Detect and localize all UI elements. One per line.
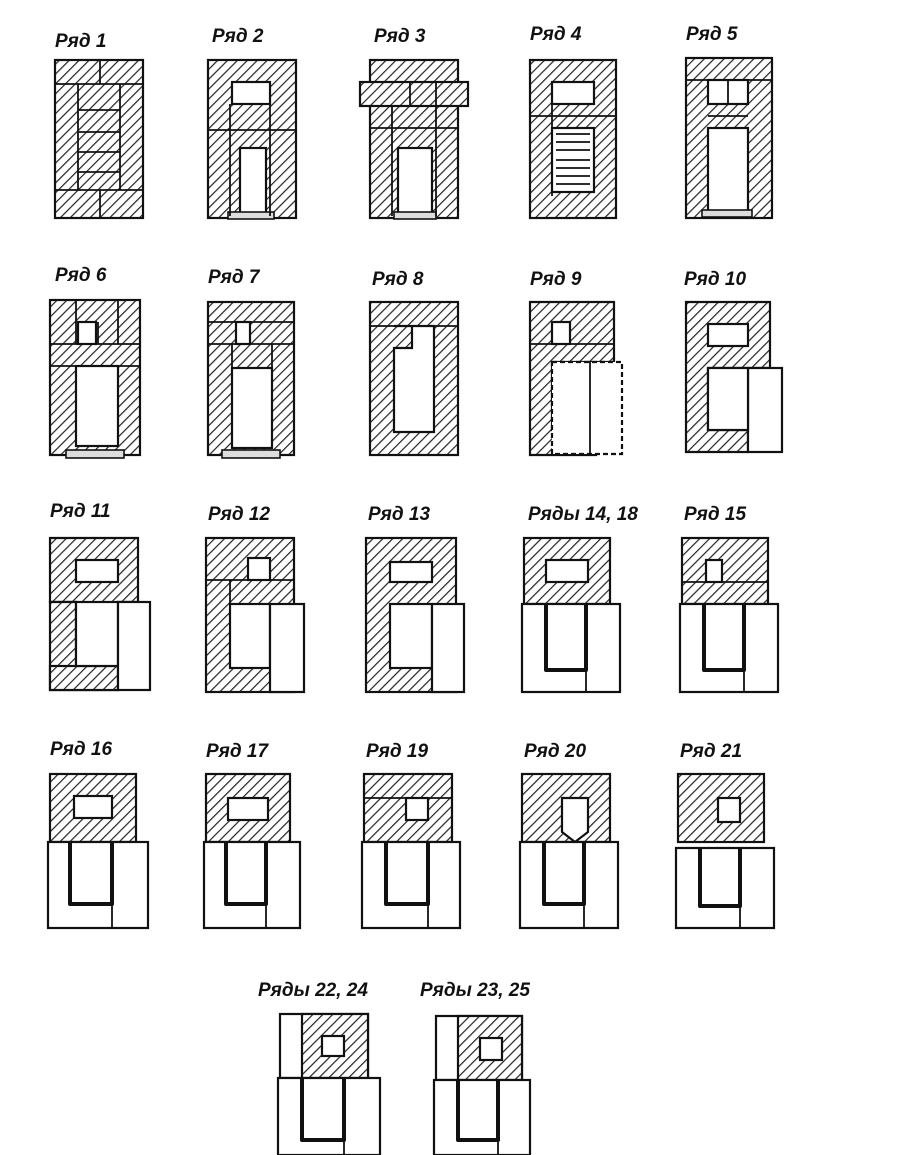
course-21-plan [674, 772, 776, 930]
row-label-12: Ряд 12 [208, 504, 270, 525]
row-label-3: Ряд 3 [374, 26, 426, 47]
course-14-18-plan [520, 536, 622, 694]
row-label-6: Ряд 6 [55, 265, 107, 286]
row-label-8: Ряд 8 [372, 269, 424, 290]
row-label-11: Ряд 11 [50, 501, 111, 522]
course-10-plan [684, 300, 784, 454]
course-22-24-plan [276, 1012, 382, 1155]
row-label-21: Ряд 21 [680, 741, 742, 762]
course-8-plan [368, 300, 460, 457]
course-16-plan [46, 772, 150, 930]
course-12-plan [204, 536, 306, 694]
row-label-19: Ряд 19 [366, 741, 428, 762]
row-label-2: Ряд 2 [212, 26, 264, 47]
row-label-1: Ряд 1 [55, 31, 106, 52]
row-label-9: Ряд 9 [530, 269, 582, 290]
row-label-22-24: Ряды 22, 24 [258, 980, 368, 1001]
row-label-15: Ряд 15 [684, 504, 746, 525]
row-label-14-18: Ряды 14, 18 [528, 504, 638, 525]
course-5-plan [684, 56, 774, 220]
course-2-plan [206, 58, 298, 220]
course-6-plan [48, 298, 142, 459]
course-3-plan [358, 58, 470, 220]
row-label-20: Ряд 20 [524, 741, 586, 762]
course-7-plan [206, 300, 296, 459]
course-15-plan [678, 536, 780, 694]
row-label-17: Ряд 17 [206, 741, 269, 762]
row-label-16: Ряд 16 [50, 739, 112, 760]
row-label-23-25: Ряды 23, 25 [420, 980, 530, 1001]
course-11-plan [48, 536, 152, 692]
course-13-plan [364, 536, 466, 694]
row-label-7: Ряд 7 [208, 267, 261, 288]
course-4-plan [528, 58, 618, 220]
row-label-4: Ряд 4 [530, 24, 582, 45]
course-1-plan [53, 58, 145, 220]
row-label-13: Ряд 13 [368, 504, 430, 525]
course-20-plan [518, 772, 620, 930]
row-label-5: Ряд 5 [686, 24, 738, 45]
course-9-plan [528, 300, 624, 457]
course-17-plan [202, 772, 302, 930]
course-19-plan [360, 772, 462, 930]
course-23-25-plan [432, 1014, 532, 1155]
row-label-10: Ряд 10 [684, 269, 746, 290]
